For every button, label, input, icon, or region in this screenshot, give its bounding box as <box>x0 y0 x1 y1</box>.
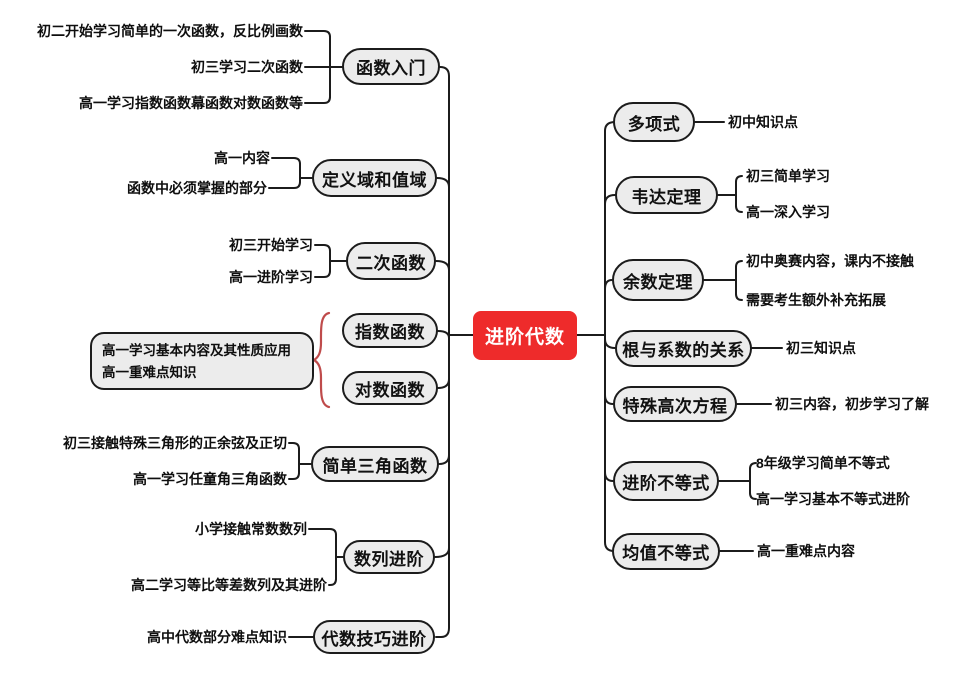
node-quadratic-function[interactable]: 二次函数 <box>346 242 436 280</box>
node-special-higher-equations[interactable]: 特殊高次方程 <box>613 386 737 422</box>
node-remainder-theorem[interactable]: 余数定理 <box>612 259 704 301</box>
node-algebra-techniques[interactable]: 代数技巧进阶 <box>313 620 435 654</box>
leaf-function-intro-1[interactable]: 初二开始学习简单的一次函数，反比例画数 <box>37 23 303 39</box>
leaf-vieta-2[interactable]: 高一深入学习 <box>746 204 830 220</box>
leaf-sequence-1[interactable]: 小学接触常数数列 <box>195 521 307 537</box>
leaf-quadratic-2[interactable]: 高一进阶学习 <box>229 269 313 285</box>
node-vieta-theorem[interactable]: 韦达定理 <box>615 176 718 214</box>
node-advanced-inequality[interactable]: 进阶不等式 <box>613 461 719 501</box>
node-mean-inequality[interactable]: 均值不等式 <box>612 533 720 570</box>
node-sequence-advanced[interactable]: 数列进阶 <box>343 540 435 574</box>
node-simple-trigonometry[interactable]: 简单三角函数 <box>311 446 439 482</box>
leaf-trig-1[interactable]: 初三接触特殊三角形的正余弦及正切 <box>63 435 287 451</box>
leaf-domain-range-1[interactable]: 高一内容 <box>214 150 270 166</box>
leaf-sequence-2[interactable]: 高二学习等比等差数列及其进阶 <box>131 577 327 593</box>
leaf-techniques-1[interactable]: 高中代数部分难点知识 <box>147 629 287 645</box>
leaf-remainder-1[interactable]: 初中奥赛内容，课内不接触 <box>746 253 914 269</box>
leaf-inequality-2[interactable]: 高一学习基本不等式进阶 <box>756 491 910 507</box>
node-domain-range[interactable]: 定义域和值域 <box>312 159 437 197</box>
leaf-roots-1[interactable]: 初三知识点 <box>786 340 856 356</box>
leaf-remainder-2[interactable]: 需要考生额外补充拓展 <box>746 292 886 308</box>
leaf-polynomial-1[interactable]: 初中知识点 <box>728 114 798 130</box>
leaf-quadratic-1[interactable]: 初三开始学习 <box>229 237 313 253</box>
node-roots-coefficients[interactable]: 根与系数的关系 <box>615 330 752 367</box>
node-polynomial[interactable]: 多项式 <box>613 102 695 142</box>
leaf-mean-ineq-1[interactable]: 高一重难点内容 <box>757 543 855 559</box>
note-line-2: 高一重难点知识 <box>102 364 197 380</box>
leaf-special-eq-1[interactable]: 初三内容，初步学习了解 <box>775 396 929 412</box>
note-line-1: 高一学习基本内容及其性质应用 <box>102 343 291 358</box>
leaf-function-intro-3[interactable]: 高一学习指数函数幕函数对数函数等 <box>79 95 303 111</box>
node-function-intro[interactable]: 函数入门 <box>342 48 440 85</box>
leaf-inequality-1[interactable]: 8年级学习简单不等式 <box>756 455 890 471</box>
node-logarithmic-function[interactable]: 对数函数 <box>342 371 438 405</box>
leaf-vieta-1[interactable]: 初三简单学习 <box>746 168 830 184</box>
leaf-function-intro-2[interactable]: 初三学习二次函数 <box>191 59 303 75</box>
leaf-domain-range-2[interactable]: 函数中必须掌握的部分 <box>127 180 267 196</box>
node-exponential-function[interactable]: 指数函数 <box>342 313 438 348</box>
leaf-trig-2[interactable]: 高一学习任童角三角函数 <box>133 471 287 487</box>
brace-decoration <box>311 311 331 409</box>
center-node-advanced-algebra[interactable]: 进阶代数 <box>473 311 577 360</box>
note-box-exp-log[interactable]: 高一学习基本内容及其性质应用 高一重难点知识 <box>90 332 314 390</box>
